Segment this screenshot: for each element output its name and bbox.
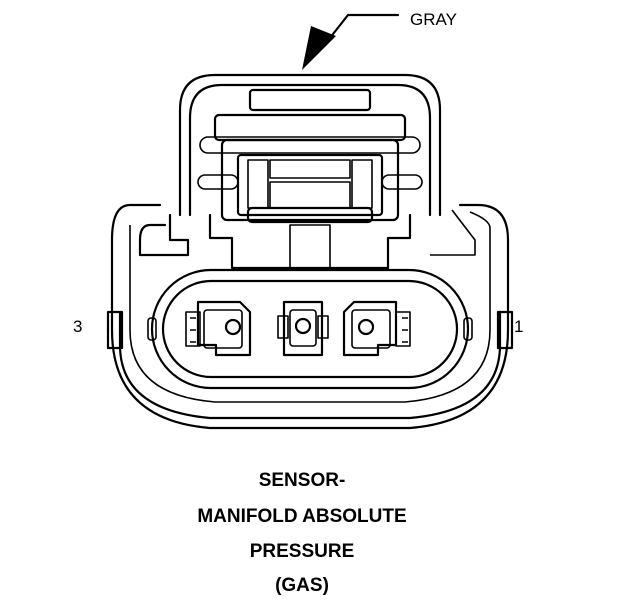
- pin-label-right: 1: [514, 317, 523, 336]
- connector-body: [106, 73, 514, 430]
- color-callout-arrow: [302, 13, 400, 70]
- caption-line-2: MANIFOLD ABSOLUTE: [197, 506, 406, 527]
- color-callout-label: GRAY: [410, 10, 457, 29]
- pin-label-left: 3: [73, 317, 82, 336]
- terminal-pin-2: [277, 300, 329, 357]
- terminal-pin-1: [342, 300, 411, 357]
- caption-line-4: (GAS): [275, 575, 329, 596]
- caption-line-3: PRESSURE: [250, 541, 355, 562]
- terminal-pin-3: [185, 300, 252, 357]
- caption-line-1: SENSOR-: [259, 470, 346, 491]
